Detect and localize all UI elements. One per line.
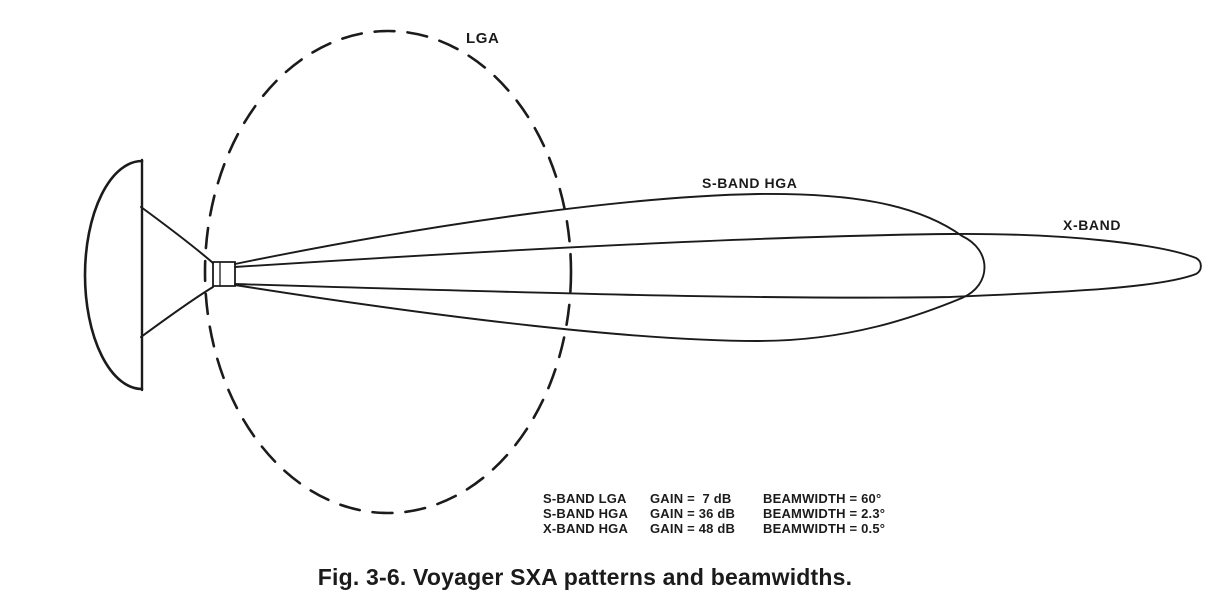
- feed-horn-lower-line: [140, 286, 214, 338]
- legend-antenna: X-BAND HGA: [543, 521, 629, 536]
- legend-gain: GAIN = 48 dB: [650, 521, 736, 536]
- legend-table: S-BAND LGA GAIN = 7 dB BEAMWIDTH = 60° S…: [543, 491, 885, 536]
- lga-pattern-ellipse: [203, 29, 573, 515]
- feed-box: [212, 261, 236, 287]
- legend-beamwidth: BEAMWIDTH = 60°: [763, 491, 882, 506]
- s-band-hga-label: S-BAND HGA: [702, 175, 798, 191]
- legend-antenna: S-BAND LGA: [543, 491, 627, 506]
- figure-caption: Fig. 3-6. Voyager SXA patterns and beamw…: [317, 564, 853, 590]
- x-band-lobe: [234, 233, 1202, 299]
- legend-gain: GAIN = 7 dB: [650, 491, 732, 506]
- lga-label: LGA: [466, 30, 500, 47]
- legend-row-s-band-lga: S-BAND LGA GAIN = 7 dB BEAMWIDTH = 60°: [543, 491, 885, 506]
- legend-beamwidth: BEAMWIDTH = 0.5°: [763, 521, 886, 536]
- legend-beamwidth: BEAMWIDTH = 2.3°: [763, 506, 886, 521]
- legend-gain: GAIN = 36 dB: [650, 506, 736, 521]
- legend-antenna: S-BAND HGA: [543, 506, 629, 521]
- s-band-hga-lobe: [234, 193, 986, 342]
- x-band-label: X-BAND: [1063, 217, 1122, 233]
- legend-row-x-band-hga: X-BAND HGA GAIN = 48 dB BEAMWIDTH = 0.5°: [543, 521, 885, 536]
- feed-horn-upper-line: [140, 206, 214, 264]
- legend-row-s-band-hga: S-BAND HGA GAIN = 36 dB BEAMWIDTH = 2.3°: [543, 506, 885, 521]
- dish-reflector-arc: [83, 159, 144, 391]
